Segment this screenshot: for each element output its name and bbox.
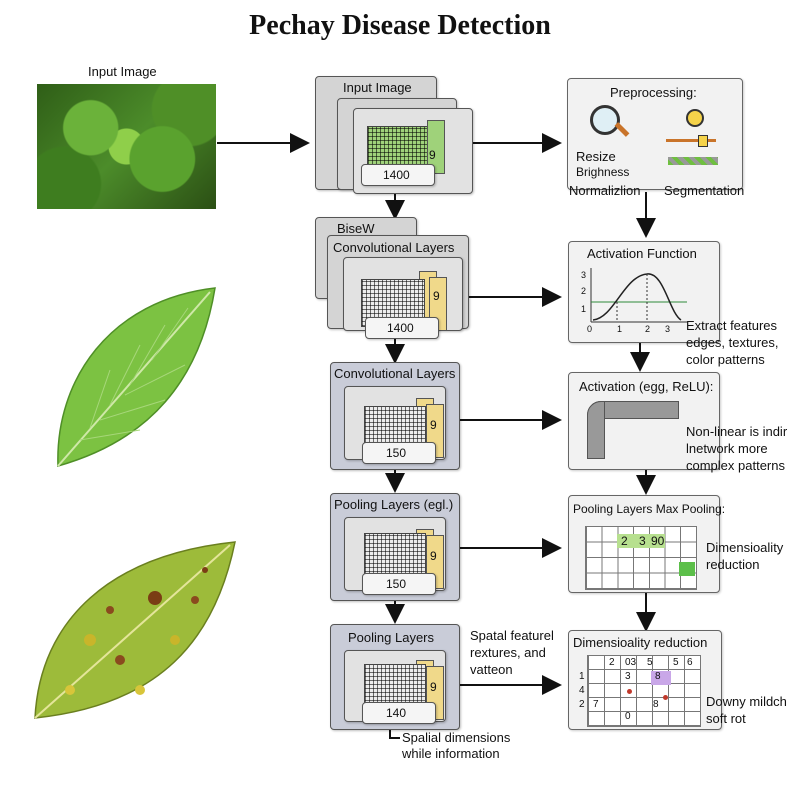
stack-number: 140 [386, 706, 407, 720]
stack-depth: 9 [430, 418, 437, 432]
pool-cell: 3 [639, 534, 646, 548]
diseased-leaf-icon [34, 541, 236, 719]
stack-title: Pooling Layers (egl.) [334, 497, 454, 512]
grid-cell: 8 [653, 699, 659, 710]
segmentation-label: Segmentation [664, 183, 745, 198]
pooled-cells [617, 534, 665, 548]
dim-reduction-title: Dimensioality reduction [573, 635, 708, 650]
stack-depth: 9 [429, 148, 436, 162]
size-tag [362, 573, 436, 595]
slider-icon [666, 139, 716, 142]
y-tick: 1 [581, 304, 587, 314]
relu-note-line-1: Non-linear is indir [686, 424, 788, 439]
page-title: Pechay Disease Detection [249, 10, 551, 41]
max-pooling-title: Pooling Layers Max Pooling: [573, 502, 726, 516]
spatial-note-line-1: Spatal featurel [470, 628, 554, 643]
size-tag [362, 442, 436, 464]
stack-title: Convolutional Layers [333, 240, 455, 255]
y-tick: 2 [581, 286, 587, 296]
activation-curve-plot [590, 268, 687, 323]
max-pooling-panel: Pooling Layers Max Pooling: 2 3 90 [568, 495, 725, 593]
preprocessing-panel: Preprocessing: Resize Brighness [567, 78, 743, 190]
stack-number: 150 [386, 446, 407, 460]
healthy-leaf-icon [57, 287, 216, 467]
activation-relu-panel: Activation (egg, ReLU): [568, 372, 720, 470]
stack-number: 150 [386, 577, 407, 591]
plant-photo [37, 84, 216, 209]
stack-title: Pooling Layers [348, 630, 434, 645]
dim-note-line-2: soft rot [706, 711, 746, 726]
preprocessing-title: Preprocessing: [610, 85, 697, 100]
resize-label: Resize [576, 149, 616, 164]
bottom-note-line-2: while information [402, 746, 500, 761]
relu-note-line-3: complex patterns [686, 458, 785, 473]
row-label: 4 [579, 685, 585, 696]
highlight-cell [679, 562, 695, 576]
marker-dot [663, 695, 668, 700]
relu-note-line-2: lnetwork more [686, 441, 768, 456]
activation-relu-title: Activation (egg, ReLU): [579, 379, 714, 394]
top-number: 03 [625, 657, 637, 668]
spatial-note-line-2: rextures, and [470, 645, 546, 660]
row-label: 1 [579, 671, 585, 682]
dim-note-line-1: Downy mildch [706, 694, 787, 709]
stack-title: Input Image [343, 80, 412, 95]
stack-number: 1400 [383, 168, 410, 182]
top-number: 5 [647, 657, 653, 668]
input-image-label: Input Image [88, 64, 157, 79]
stack-depth: 9 [433, 289, 440, 303]
x-tick: 3 [665, 324, 671, 334]
x-tick: 1 [617, 324, 623, 334]
normalization-label: Normalizlion [569, 183, 641, 198]
feature-map-grid [364, 533, 426, 581]
pool-cell: 90 [651, 534, 665, 548]
stack-number: 1400 [387, 321, 414, 335]
max-pooling-note-line-1: Dimensioality [706, 540, 784, 555]
top-number: 5 [673, 657, 679, 668]
max-pooling-note-line-2: reduction [706, 557, 760, 572]
x-tick: 0 [587, 324, 593, 334]
grid-cell: 0 [625, 711, 631, 722]
bottom-note-line-1: Spalial dimensions [402, 730, 511, 745]
marker-dot [627, 689, 632, 694]
stack-depth: 9 [430, 680, 437, 694]
segmentation-icon [668, 157, 718, 165]
pool-cell: 2 [621, 534, 628, 548]
slider-knob [698, 135, 708, 147]
y-tick: 3 [581, 270, 587, 280]
grid-cell: 3 [625, 671, 631, 682]
activation-note-line-3: color patterns [686, 352, 765, 367]
activation-function-title: Activation Function [587, 246, 697, 261]
stack-depth: 9 [430, 549, 437, 563]
size-tag [365, 317, 439, 339]
activation-function-panel: Activation Function 3 2 1 0 1 2 3 [568, 241, 720, 343]
brightness-label: Brighness [576, 165, 630, 179]
activation-note-line-2: edges, textures, [686, 335, 779, 350]
highlight-cell [651, 671, 671, 685]
sun-icon [686, 109, 704, 127]
activation-note-line-1: Extract features [686, 318, 778, 333]
size-tag [362, 702, 436, 724]
feature-slab [427, 120, 445, 174]
row-label: 2 [579, 699, 585, 710]
stack-header: BiseW [337, 221, 375, 236]
x-tick: 2 [645, 324, 651, 334]
spatial-note-line-3: vatteon [470, 662, 513, 677]
grid-cell: 8 [655, 671, 661, 682]
magnifier-icon [590, 105, 620, 135]
top-number: 6 [687, 657, 693, 668]
top-number: 2 [609, 657, 615, 668]
dim-reduction-panel: Dimensioality reduction 2 03 5 5 6 1 4 2… [568, 630, 722, 730]
reduction-grid [587, 655, 701, 727]
grid-cell: 7 [593, 699, 599, 710]
stack-title: Convolutional Layers [334, 366, 456, 381]
size-tag [361, 164, 435, 186]
relu-shape-side [587, 401, 605, 459]
magnifier-handle [614, 122, 630, 137]
